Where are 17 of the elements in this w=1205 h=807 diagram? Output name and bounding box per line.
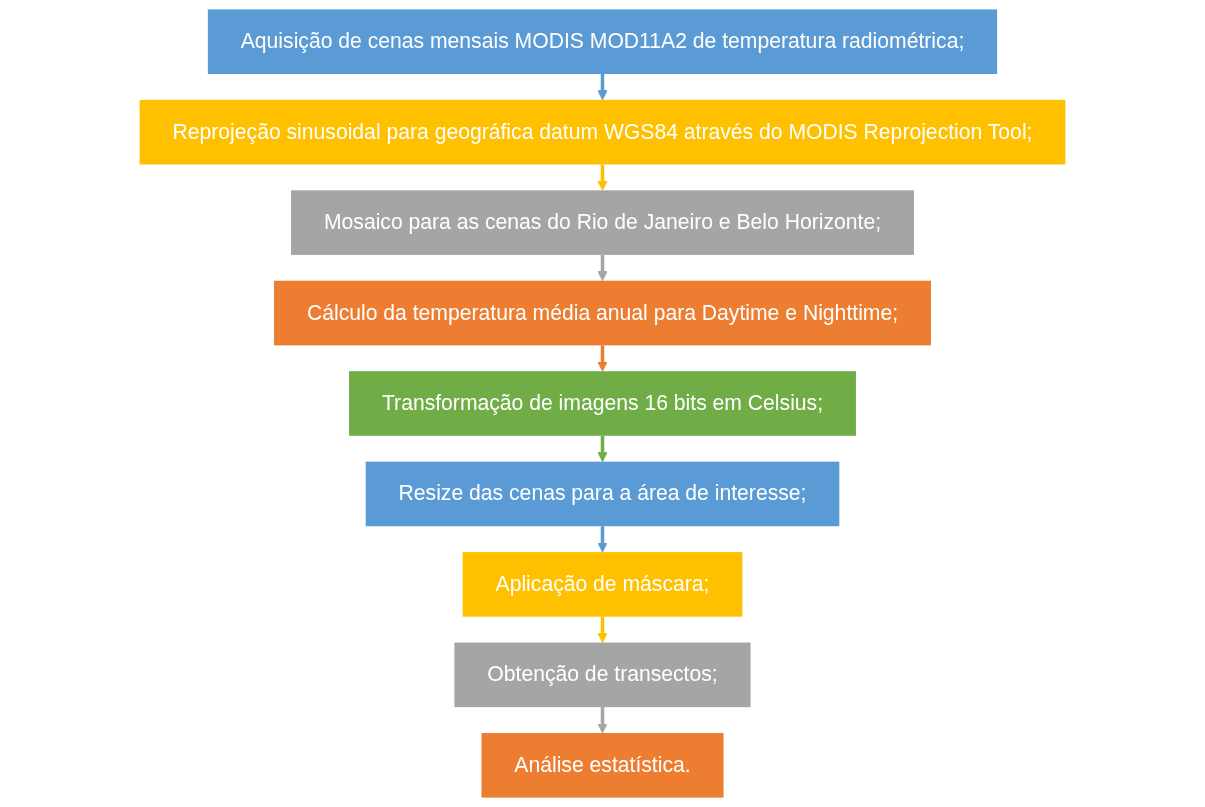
arrow [597,616,608,643]
node-box: Transformação de imagens 16 bits em Celsius; [349,371,856,436]
node-box: Obtenção de transectos; [454,642,751,708]
arrow [597,707,608,734]
arrow [597,254,608,282]
arrow [597,345,608,372]
node-box: Aquisição de cenas mensais MODIS MOD11A2 de temperatura radiométrica; [207,9,998,74]
arrow [597,435,608,463]
node-box: Análise estatística. [481,733,724,798]
arrow [597,74,608,101]
node-box: Cálculo da temperatura média anual para Daytime e Nighttime; [274,280,931,346]
node-box: Aplicação de máscara; [462,552,743,617]
arrow [597,526,608,553]
node-box: Reprojeção sinusoidal para geográfica datum WGS84 através do MODIS Reprojection Tool; [139,99,1066,165]
node-box: Resize das cenas para a área de interesse; [365,461,840,527]
node-box: Mosaico para as cenas do Rio de Janeiro e Belo Horizonte; [291,190,914,255]
arrow [597,164,608,191]
